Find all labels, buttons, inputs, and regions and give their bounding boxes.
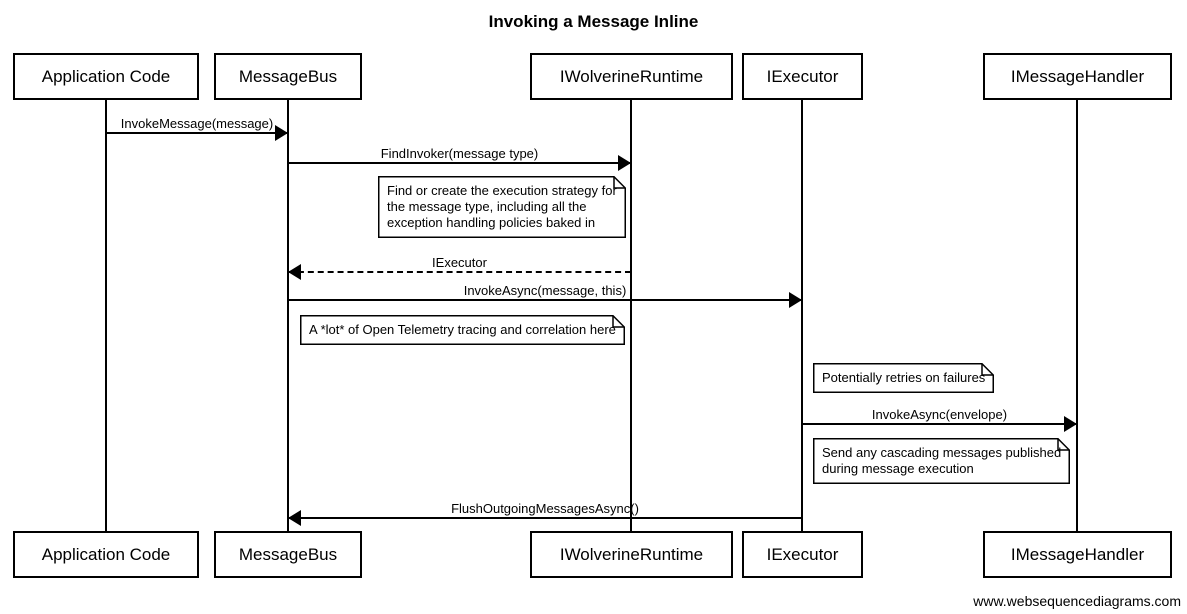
note-retries: Potentially retries on failures	[813, 363, 994, 393]
note-execution-strategy: Find or create the execution strategy fo…	[378, 176, 626, 238]
note-shape-icon	[813, 363, 994, 393]
diagram-title: Invoking a Message Inline	[488, 12, 699, 31]
actor-bottom-imessagehandler: IMessageHandler	[983, 531, 1172, 578]
actor-label: IExecutor	[766, 544, 839, 564]
message-arrow-invokeasync-message	[288, 292, 802, 308]
watermark-text: www.websequencediagrams.com	[973, 593, 1181, 609]
actor-label: IMessageHandler	[1010, 66, 1145, 86]
lifeline-iexecutor	[801, 100, 803, 531]
message-label-findinvoker: FindInvoker(message type)	[380, 146, 539, 161]
message-arrow-invokemessage	[106, 125, 288, 141]
actor-bottom-application-code: Application Code	[13, 531, 199, 578]
lifeline-messagebus	[287, 100, 289, 531]
actor-label: IExecutor	[766, 66, 839, 86]
actor-label: IMessageHandler	[1010, 544, 1145, 564]
actor-top-messagebus: MessageBus	[214, 53, 362, 100]
message-label-invokeasync-envelope: InvokeAsync(envelope)	[871, 407, 1008, 422]
actor-label: IWolverineRuntime	[559, 544, 704, 564]
actor-top-iexecutor: IExecutor	[742, 53, 863, 100]
message-arrow-flushoutgoing	[288, 510, 802, 526]
arrowhead-right-icon	[789, 292, 802, 308]
arrowhead-right-icon	[618, 155, 631, 171]
actor-bottom-iwolverineruntime: IWolverineRuntime	[530, 531, 733, 578]
actor-label: Application Code	[41, 544, 171, 564]
message-arrow-findinvoker	[288, 155, 631, 171]
message-label-invokemessage: InvokeMessage(message)	[120, 116, 274, 131]
note-text: Find or create the execution strategy fo…	[387, 183, 617, 230]
lifeline-application-code	[105, 100, 107, 531]
actor-bottom-messagebus: MessageBus	[214, 531, 362, 578]
arrowhead-left-icon	[288, 510, 301, 526]
note-shape-icon	[813, 438, 1070, 484]
message-arrow-invokeasync-envelope	[802, 416, 1077, 432]
actor-label: Application Code	[41, 66, 171, 86]
actor-label: MessageBus	[238, 66, 338, 86]
lifeline-imessagehandler	[1076, 100, 1078, 531]
note-text: Potentially retries on failures	[822, 370, 986, 385]
message-arrow-iexecutor-return	[288, 264, 631, 280]
actor-bottom-iexecutor: IExecutor	[742, 531, 863, 578]
note-open-telemetry: A *lot* of Open Telemetry tracing and co…	[300, 315, 625, 345]
actor-top-iwolverineruntime: IWolverineRuntime	[530, 53, 733, 100]
note-cascading-messages: Send any cascading messages published du…	[813, 438, 1070, 484]
arrowhead-right-icon	[275, 125, 288, 141]
note-shape-icon	[378, 176, 626, 238]
message-label-flushoutgoing: FlushOutgoingMessagesAsync()	[451, 501, 639, 516]
actor-label: IWolverineRuntime	[559, 66, 704, 86]
note-text: A *lot* of Open Telemetry tracing and co…	[309, 322, 616, 337]
note-text: Send any cascading messages published du…	[822, 445, 1062, 476]
message-label-iexecutor-return: IExecutor	[432, 255, 487, 270]
arrowhead-right-icon	[1064, 416, 1077, 432]
note-shape-icon	[300, 315, 625, 345]
lifeline-iwolverineruntime	[630, 100, 632, 531]
message-label-invokeasync-message: InvokeAsync(message, this)	[463, 283, 627, 298]
actor-top-application-code: Application Code	[13, 53, 199, 100]
actor-label: MessageBus	[238, 544, 338, 564]
actor-top-imessagehandler: IMessageHandler	[983, 53, 1172, 100]
arrowhead-left-icon	[288, 264, 301, 280]
